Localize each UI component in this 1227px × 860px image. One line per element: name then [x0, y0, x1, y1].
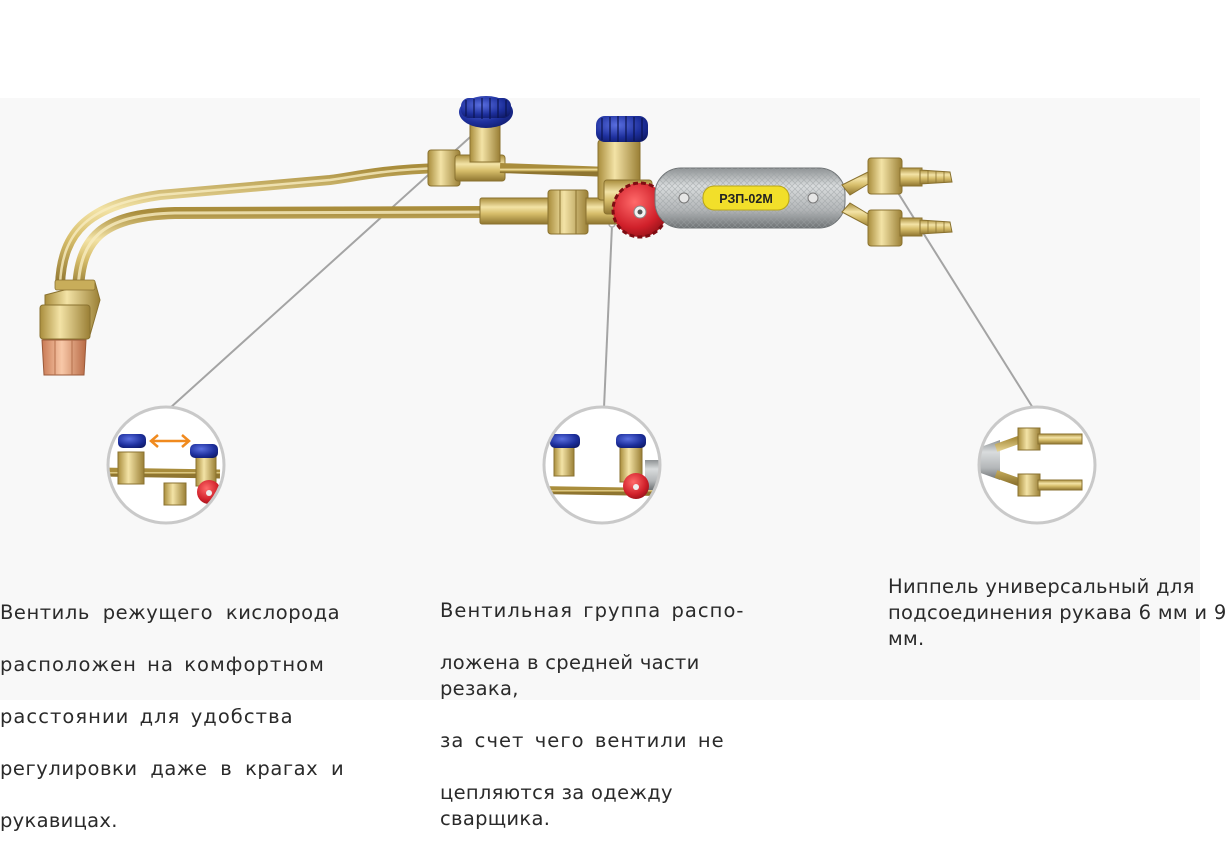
leader-line-oxygen-valve	[169, 129, 479, 409]
torch-head	[39, 279, 101, 376]
caption-line: Вентильная группа распо-	[440, 599, 745, 622]
blue-valve-knob-icon	[596, 116, 648, 142]
caption-line: цепляются за одежду сварщика.	[440, 781, 673, 830]
detail-circle-nipple	[977, 405, 1097, 525]
upper-tube	[55, 163, 445, 290]
caption-valve-group: Вентильная группа распо- ложена в средне…	[440, 572, 760, 858]
oxygen-valve-body	[427, 110, 611, 187]
model-label-badge	[702, 185, 790, 211]
caption-line: расстоянии для удобства	[0, 705, 294, 728]
caption-line: расположен на комфортном	[0, 653, 325, 676]
detail-circle-oxygen-valve	[106, 405, 226, 525]
caption-line: мм.	[888, 627, 925, 650]
cutting-torch-illustration: РЗП-02М	[39, 96, 1097, 525]
caption-oxygen-valve: Вентиль режущего кислорода расположен на…	[0, 574, 345, 860]
leader-line-nipple	[889, 179, 1034, 409]
leader-line-valve-group	[603, 224, 613, 409]
torch-handle: РЗП-02М	[654, 167, 846, 229]
nipple-connectors	[841, 157, 953, 247]
blue-valve-knob-icon	[459, 96, 513, 128]
caption-line: за счет чего вентили не	[440, 729, 725, 752]
caption-line: регулировки даже в крагах и	[0, 757, 345, 780]
lower-tube	[72, 206, 496, 296]
caption-line: ложена в средней части резака,	[440, 651, 700, 700]
caption-line: Вентиль режущего кислорода	[0, 601, 341, 624]
caption-nipple: Ниппель универсальный для подсоединения …	[888, 574, 1227, 652]
detail-circle-valve-group	[542, 405, 662, 525]
caption-line: Ниппель универсальный для	[888, 575, 1195, 598]
caption-line: рукавицах.	[0, 809, 118, 832]
double-arrow-icon	[149, 434, 191, 448]
copper-nozzle	[41, 339, 87, 376]
caption-line: подсоединения рукава 6 мм и 9	[888, 601, 1227, 624]
model-label: РЗП-02М	[719, 192, 772, 206]
